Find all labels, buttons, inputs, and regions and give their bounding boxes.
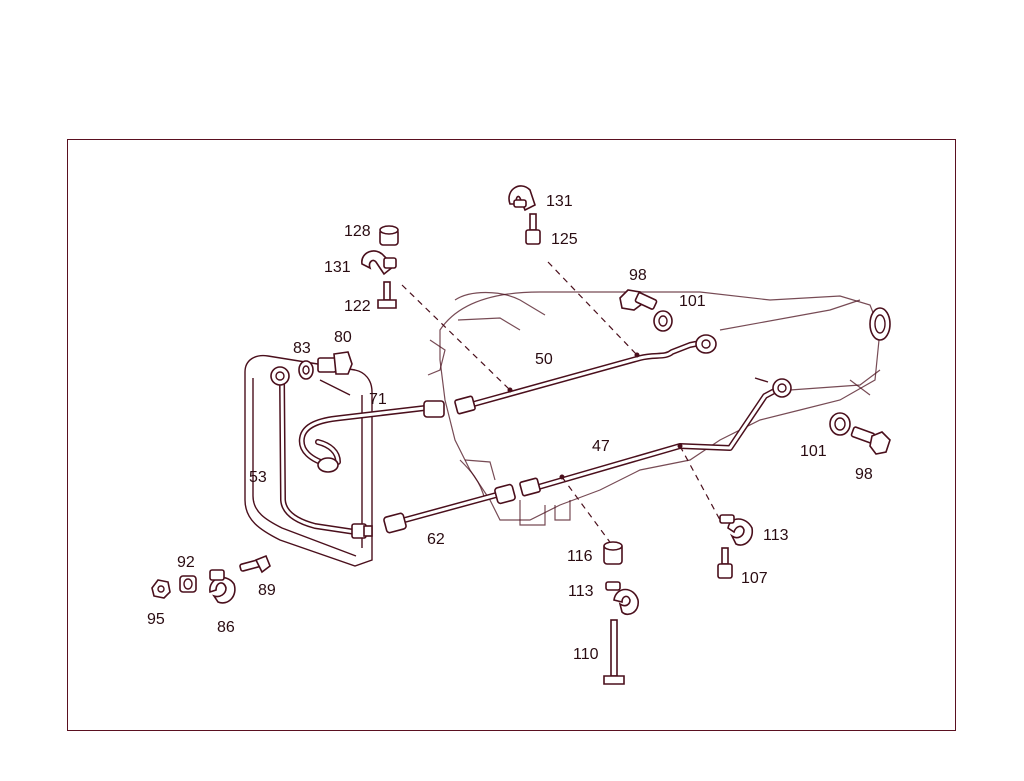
label-89: 89 (258, 582, 276, 599)
screw-89 (239, 554, 271, 574)
spacer-128 (379, 225, 399, 246)
label-80: 80 (334, 329, 352, 346)
label-98-top: 98 (629, 267, 647, 284)
label-53: 53 (249, 469, 267, 486)
label-116: 116 (567, 548, 593, 565)
oil-cooler-53 (244, 354, 373, 567)
label-125: 125 (551, 231, 578, 248)
bolt-110 (603, 619, 625, 685)
label-95: 95 (147, 611, 165, 628)
washer-101-right (829, 412, 851, 436)
label-101-top: 101 (679, 293, 706, 310)
screw-125 (525, 213, 541, 245)
label-122: 122 (344, 298, 371, 315)
clamp-113-lower (605, 581, 639, 616)
pipe-50 (454, 334, 717, 415)
label-86: 86 (217, 619, 235, 636)
label-128: 128 (344, 223, 371, 240)
part-labels: 131 125 128 131 122 98 101 83 80 50 71 4… (147, 193, 873, 663)
label-62: 62 (427, 531, 445, 548)
pipe-53 (270, 366, 373, 539)
clamp-113-right (719, 514, 754, 546)
washer-101-top (653, 310, 673, 332)
spacer-116 (603, 541, 623, 565)
bolt-122 (377, 281, 397, 309)
label-110: 110 (573, 646, 599, 663)
label-107: 107 (741, 570, 768, 587)
bolt-98-right (850, 426, 891, 455)
hose-62 (383, 483, 516, 534)
bolt-98-top (619, 289, 658, 311)
label-131-left: 131 (324, 259, 351, 276)
label-83: 83 (293, 340, 311, 357)
label-113-right: 113 (763, 527, 789, 544)
label-47: 47 (592, 438, 610, 455)
label-101-right: 101 (800, 443, 827, 460)
clip-131-left (361, 250, 397, 276)
label-71: 71 (369, 391, 387, 408)
pipe-47 (519, 377, 792, 497)
label-50: 50 (535, 351, 553, 368)
screw-107 (717, 547, 733, 579)
washer-83 (298, 360, 314, 380)
spacer-92 (179, 575, 197, 593)
plug-80 (317, 351, 353, 375)
pipe-71 (298, 400, 445, 473)
transmission-outline (427, 291, 891, 526)
clamp-86 (209, 569, 236, 604)
diagram-frame (67, 139, 956, 731)
leader-lines (401, 261, 721, 546)
label-98-right: 98 (855, 466, 873, 483)
label-113-lower: 113 (568, 583, 594, 600)
label-92: 92 (177, 554, 195, 571)
clip-131-top (508, 185, 536, 212)
label-131-top: 131 (546, 193, 573, 210)
nut-95 (151, 579, 171, 599)
